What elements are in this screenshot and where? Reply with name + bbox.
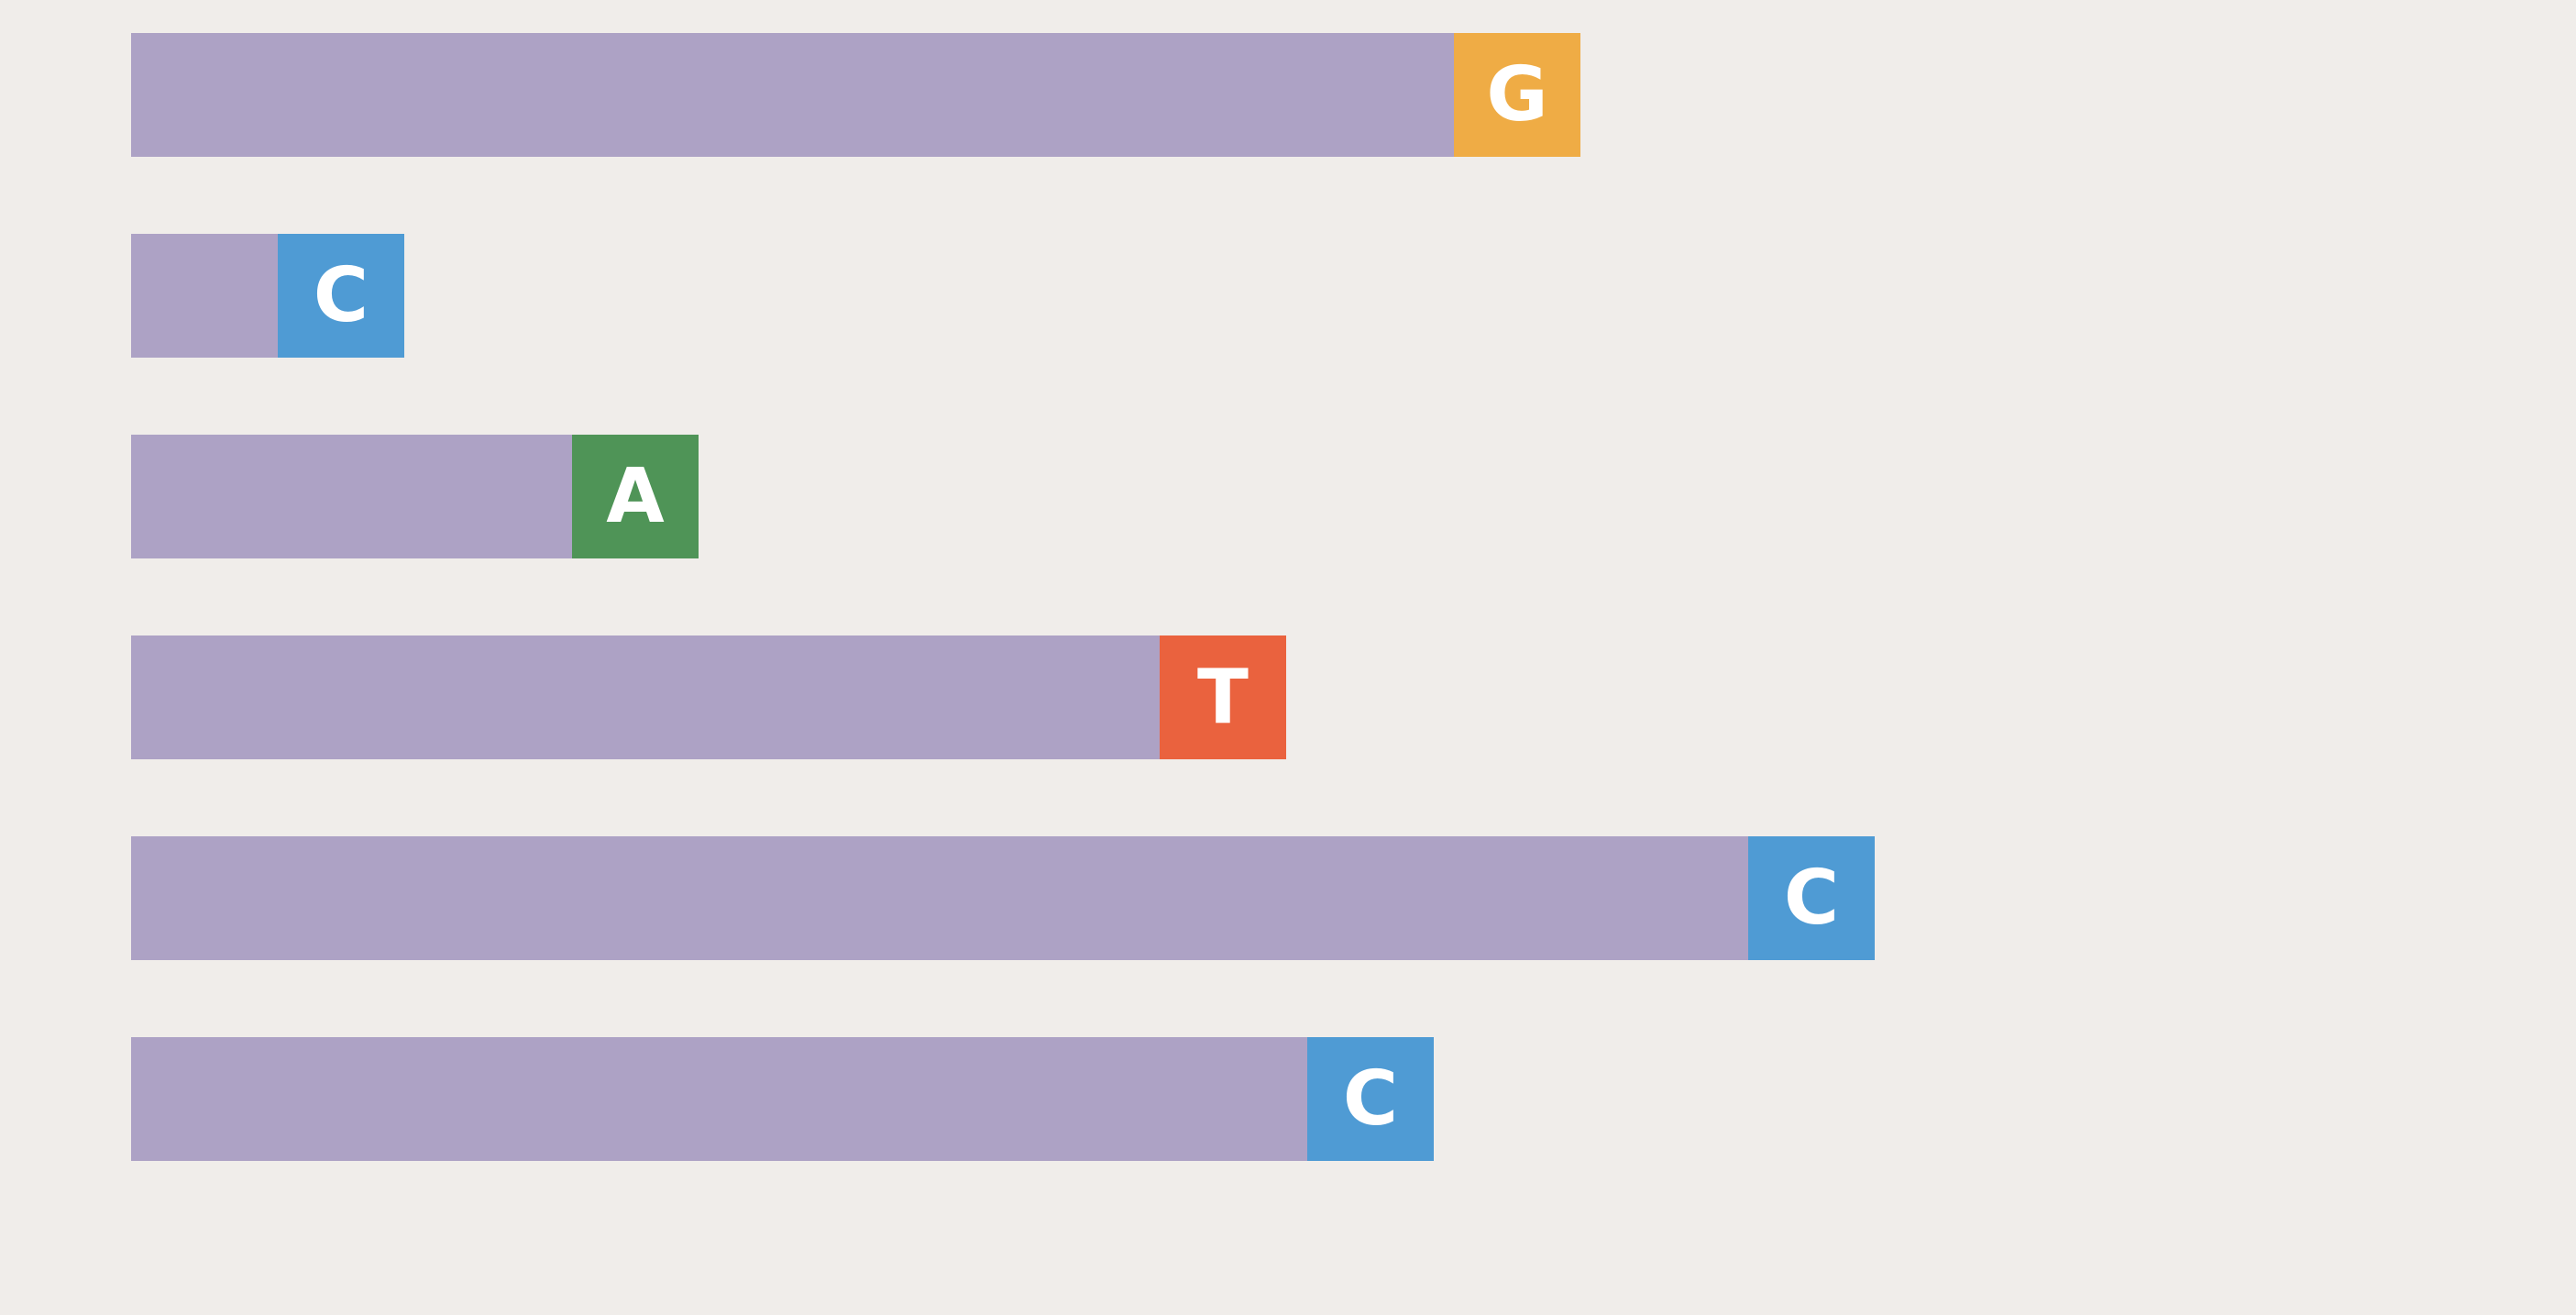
strand-5: T: [131, 635, 1286, 759]
strand-6: C: [131, 836, 1875, 960]
dna-fragment-bar: [131, 635, 1160, 759]
strand-3: C: [131, 234, 404, 358]
dna-fragment-bar: [131, 836, 1748, 960]
nucleotide-t-tile: T: [1160, 635, 1286, 759]
strand-7: C: [131, 1037, 1434, 1161]
strand-2: G: [131, 33, 1580, 157]
dna-fragment-bar: [131, 234, 278, 358]
strand-4: A: [131, 435, 699, 558]
nucleotide-c-tile: C: [1748, 836, 1875, 960]
nucleotide-a-tile: A: [572, 435, 699, 558]
nucleotide-c-tile: C: [1307, 1037, 1434, 1161]
dna-fragment-bar: [131, 435, 572, 558]
nucleotide-c-tile: C: [278, 234, 404, 358]
dna-fragment-bar: [131, 33, 1454, 157]
dna-fragment-bar: [131, 1037, 1307, 1161]
nucleotide-g-tile: G: [1454, 33, 1580, 157]
